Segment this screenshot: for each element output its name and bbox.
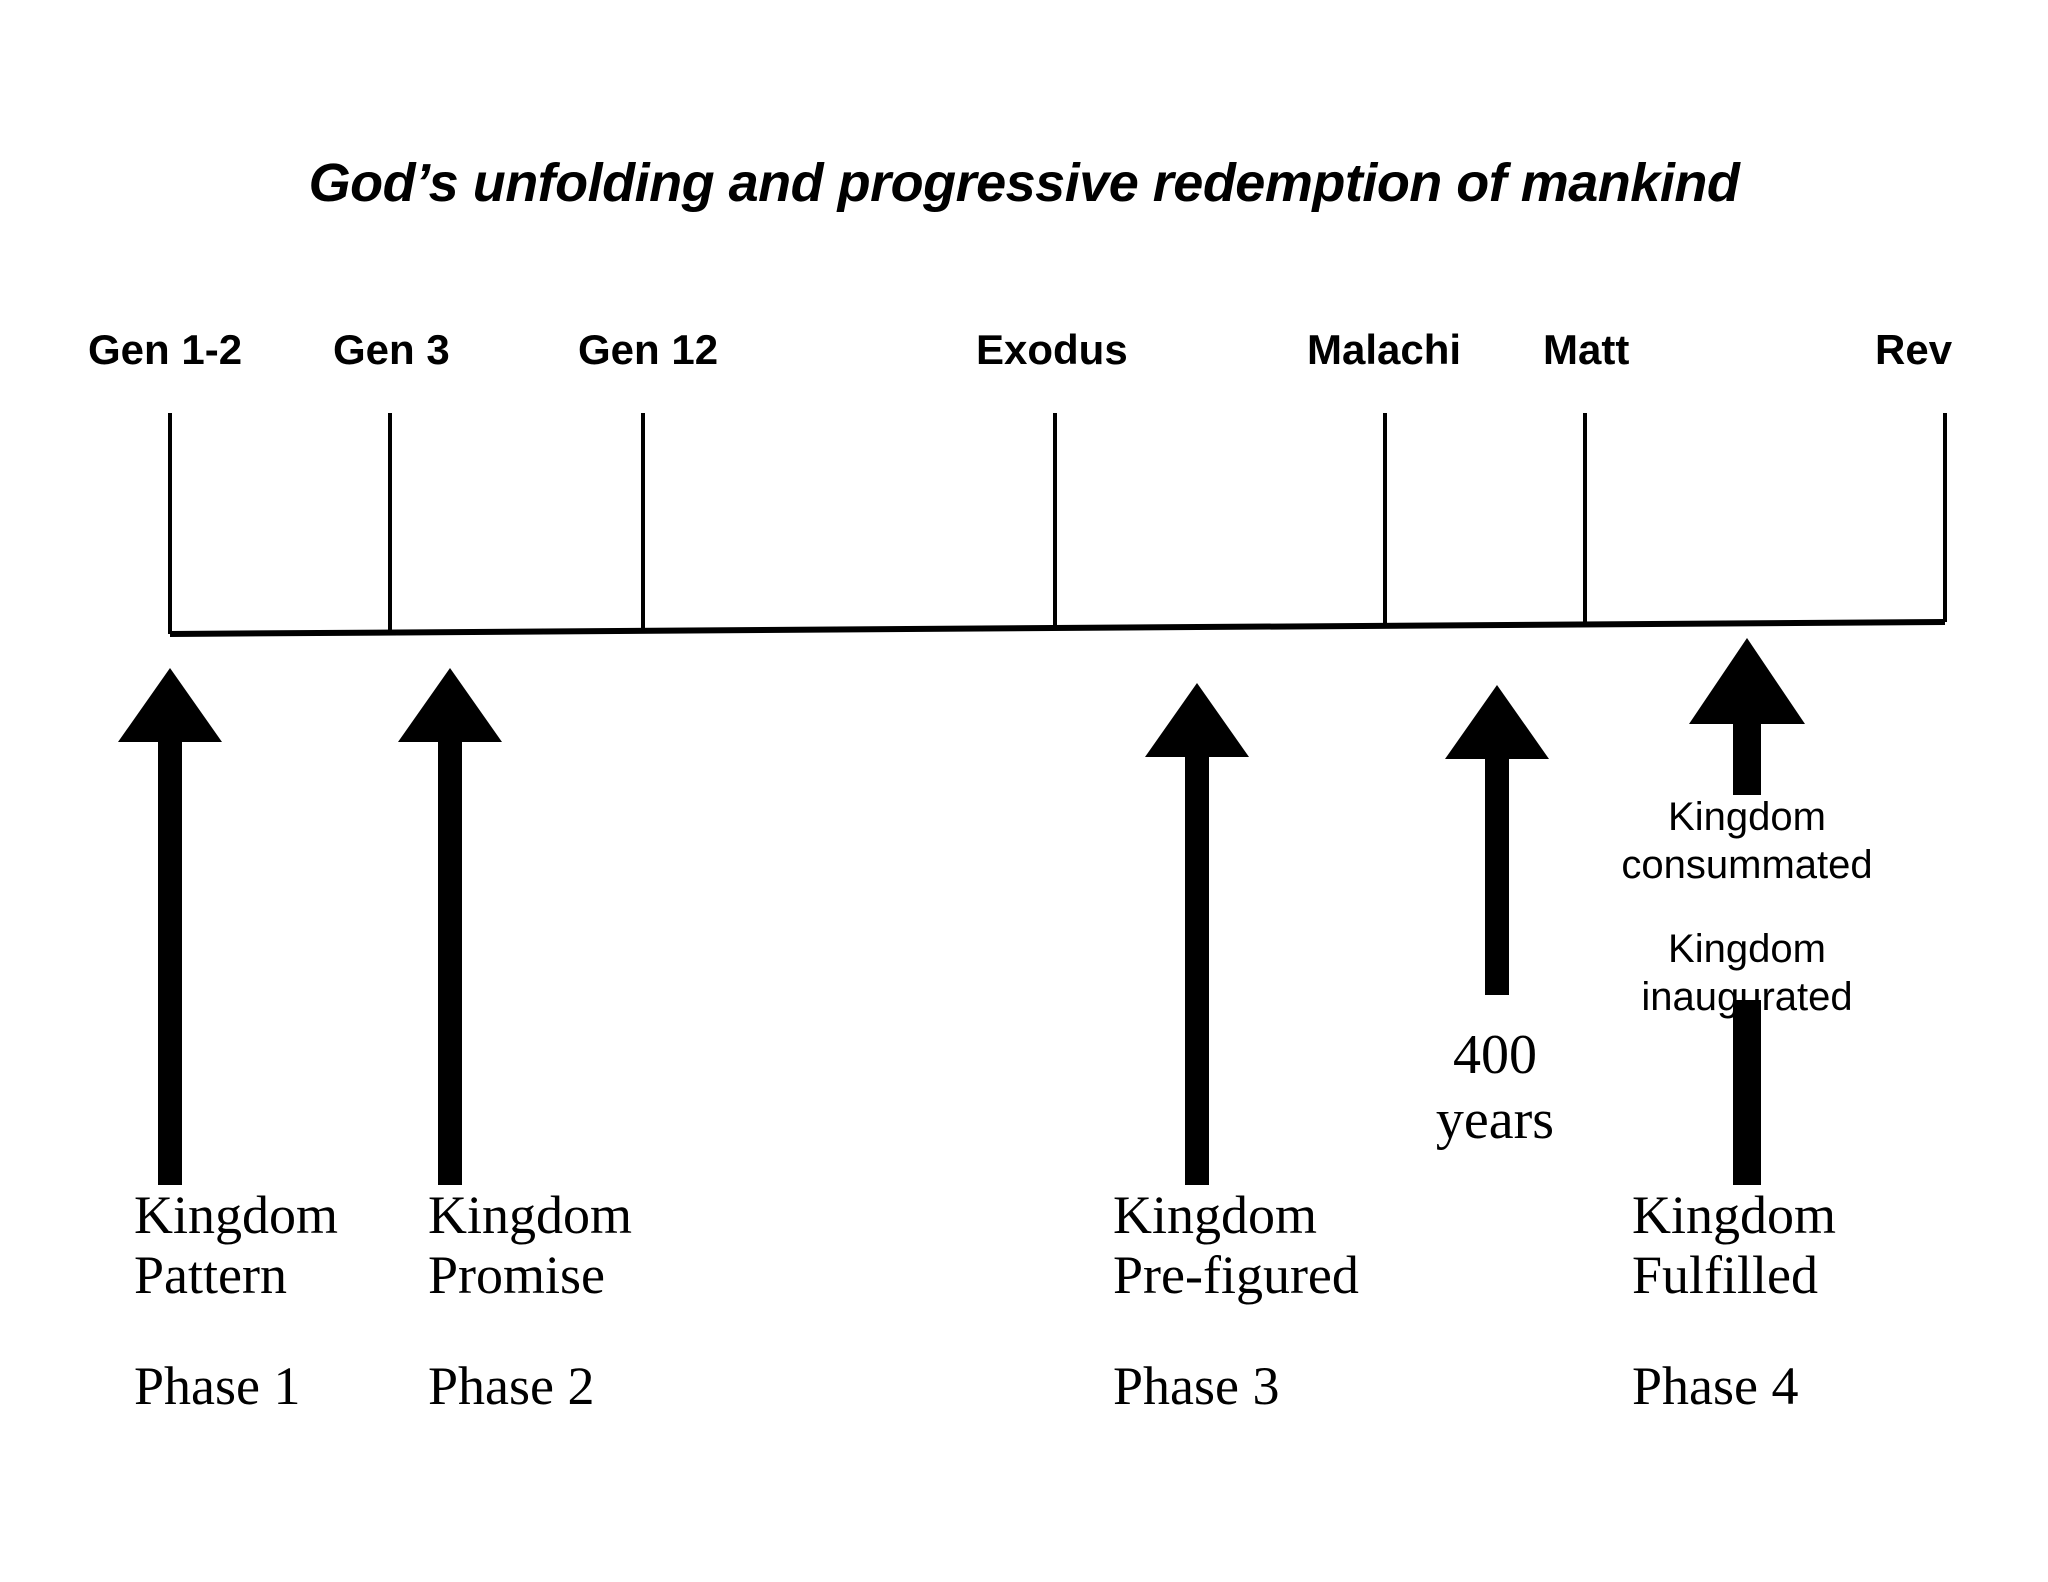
kingdom-consummated-line1: Kingdom (1668, 795, 1826, 839)
phase-3-caption-line1: Kingdom (1113, 1185, 1318, 1245)
phase-3-caption-line2: Pre-figured (1113, 1245, 1359, 1306)
phase-2-label: Phase 2 (428, 1356, 595, 1416)
era-label-malachi: Malachi (1307, 326, 1462, 373)
era-label-exodus: Exodus (976, 326, 1128, 373)
phase-3-label: Phase 3 (1113, 1356, 1280, 1416)
phase-2-arrow (398, 668, 502, 1185)
kingdom-consummated-line2: consummated (1621, 843, 1873, 887)
timeline-baseline (169, 619, 1946, 637)
kingdom-inaugurated-note: Kingdom inaugurated (1641, 925, 1852, 1021)
era-label-rev: Rev (1875, 326, 1953, 373)
phase-1-caption: Kingdom Pattern (134, 1185, 338, 1306)
era-label-gen-1-2: Gen 1-2 (88, 326, 243, 373)
era-label-gen-12: Gen 12 (578, 326, 719, 373)
gap-years-line1: 400 (1453, 1024, 1537, 1086)
phase-4-arrow (1689, 638, 1805, 1185)
page-title: God’s unfolding and progressive redempti… (308, 153, 1740, 213)
phase-4-caption-line1: Kingdom (1632, 1185, 1837, 1245)
phase-4-label: Phase 4 (1632, 1356, 1799, 1416)
phase-2-caption-line2: Promise (428, 1245, 606, 1306)
phase-1-caption-line2: Pattern (134, 1245, 287, 1306)
gap-years-note: 400 years (1436, 1023, 1554, 1153)
kingdom-inaugurated-line2: inaugurated (1641, 975, 1853, 1019)
gap-years-line2: years (1435, 1088, 1555, 1151)
phase-2-caption: Kingdom Promise (428, 1185, 632, 1306)
phase-4-caption: Kingdom Fulfilled (1632, 1185, 1836, 1306)
phase-1-arrow (118, 668, 222, 1185)
phase-3-caption: Kingdom Pre-figured (1113, 1185, 1359, 1306)
phase-3-arrow (1145, 683, 1249, 1185)
phase-1-caption-line1: Kingdom (134, 1185, 339, 1245)
phase-2-caption-line1: Kingdom (428, 1185, 633, 1245)
phase-4-caption-line2: Fulfilled (1632, 1245, 1818, 1306)
kingdom-inaugurated-line1: Kingdom (1668, 927, 1826, 971)
gap-years-arrow (1445, 685, 1549, 995)
era-label-matt: Matt (1543, 326, 1630, 373)
era-label-gen-3: Gen 3 (333, 326, 450, 373)
phase-1-label: Phase 1 (134, 1356, 301, 1416)
kingdom-consummated-note: Kingdom consummated (1621, 793, 1872, 889)
